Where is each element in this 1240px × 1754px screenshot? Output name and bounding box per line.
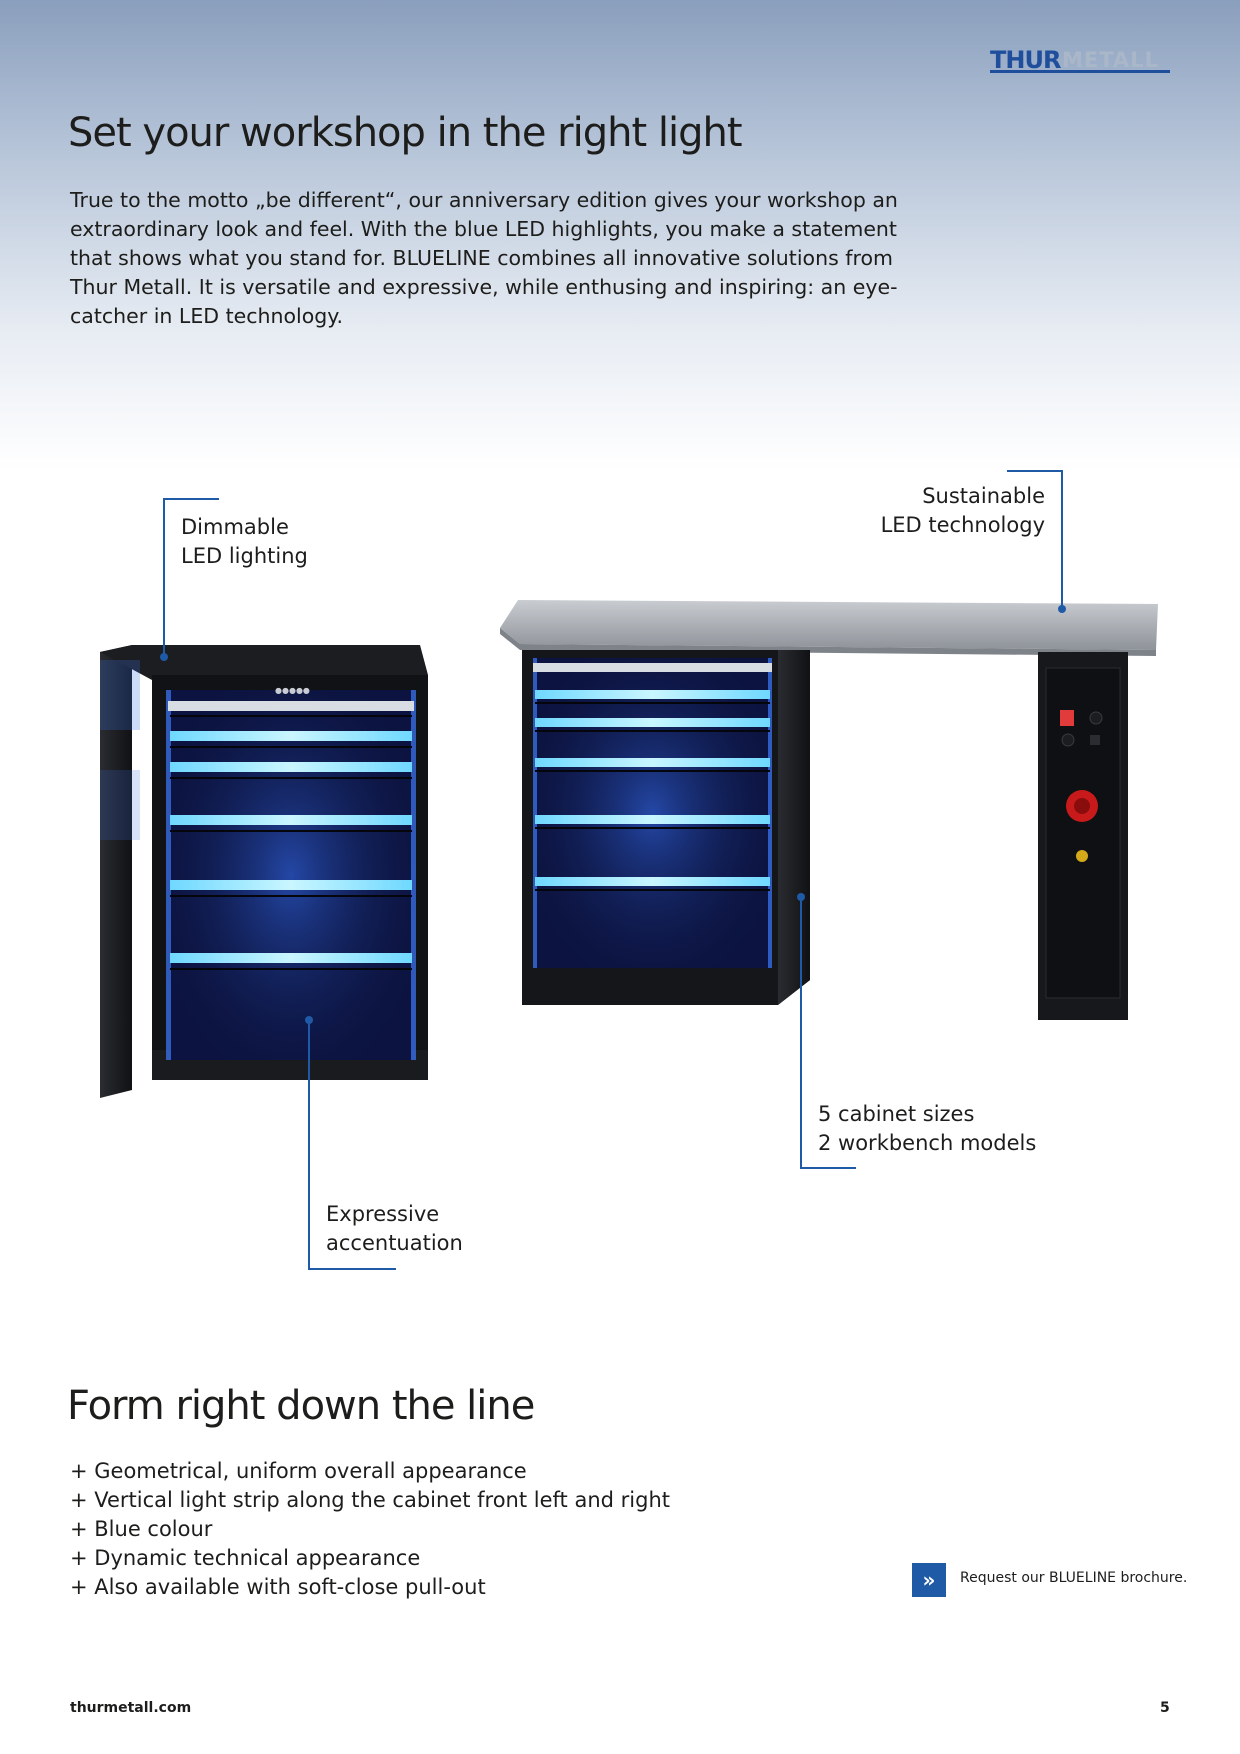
callout-expressive-line1: Expressive — [326, 1202, 440, 1226]
callout-expressive-line2: accentuation — [326, 1231, 463, 1255]
callout-line-sizes-h — [800, 1167, 856, 1169]
callout-sustainable-line1: Sustainable — [922, 484, 1045, 508]
callout-expressive: Expressive accentuation — [326, 1200, 463, 1258]
callout-line-expressive-h — [308, 1268, 396, 1270]
feature-list: + Geometrical, uniform overall appearanc… — [70, 1457, 670, 1602]
feature-item: + Blue colour — [70, 1517, 213, 1541]
callout-line-sizes-v — [800, 897, 802, 1169]
callout-dimmable-line1: Dimmable — [181, 515, 289, 539]
thurmetall-logo: THUR METALL — [990, 46, 1170, 76]
feature-item: + Vertical light strip along the cabinet… — [70, 1488, 670, 1512]
callout-line-sustainable-v — [1061, 470, 1063, 610]
feature-item: + Dynamic technical appearance — [70, 1546, 421, 1570]
callout-dimmable: Dimmable LED lighting — [181, 513, 308, 571]
logo-underline — [990, 70, 1170, 73]
callout-line-expressive-v — [308, 1020, 310, 1270]
callout-sustainable: Sustainable LED technology — [840, 482, 1045, 540]
callout-dimmable-line2: LED lighting — [181, 544, 308, 568]
callout-line-sustainable-h — [1007, 470, 1063, 472]
callout-line-dimmable-h — [163, 498, 219, 500]
section-title-form: Form right down the line — [67, 1383, 535, 1429]
logo-metall: METALL — [1062, 48, 1159, 72]
double-chevron-right-icon[interactable]: » — [912, 1563, 946, 1597]
workbench — [500, 600, 1158, 1020]
callout-sizes-line1: 5 cabinet sizes — [818, 1102, 975, 1126]
callout-sustainable-line2: LED technology — [880, 513, 1045, 537]
svg-text:●●●●●: ●●●●● — [275, 686, 310, 695]
feature-item: + Geometrical, uniform overall appearanc… — [70, 1459, 527, 1483]
page-title: Set your workshop in the right light — [68, 110, 743, 156]
callout-sizes-line2: 2 workbench models — [818, 1131, 1037, 1155]
feature-item: + Also available with soft-close pull-ou… — [70, 1575, 486, 1599]
callout-line-dimmable-v — [163, 498, 165, 658]
page-number: 5 — [1160, 1700, 1170, 1716]
logo-thur: THUR — [990, 46, 1061, 74]
callout-dot-dimmable — [160, 653, 168, 661]
callout-dot-sustainable — [1058, 605, 1066, 613]
drawer-cabinet: ●●●●● — [100, 645, 428, 1098]
intro-paragraph: True to the motto „be different“, our an… — [70, 188, 898, 328]
footer-url[interactable]: thurmetall.com — [70, 1700, 192, 1716]
request-brochure-link[interactable]: Request our BLUELINE brochure. — [960, 1570, 1188, 1586]
callout-sizes: 5 cabinet sizes 2 workbench models — [818, 1100, 1036, 1158]
